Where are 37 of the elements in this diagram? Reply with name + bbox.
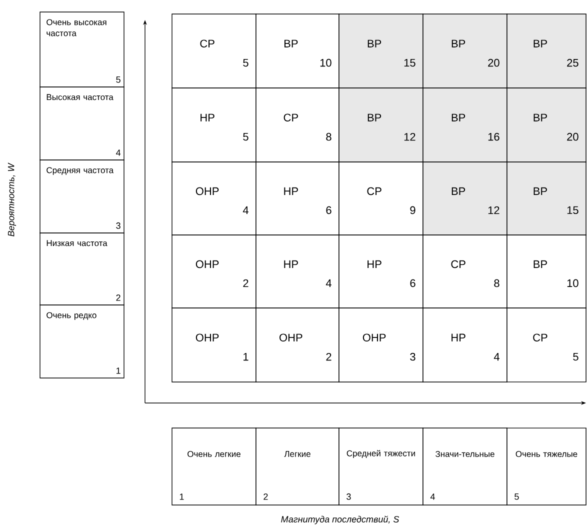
matrix-cell: ОНР 2: [172, 234, 256, 308]
matrix-cell: ОНР 4: [172, 162, 256, 236]
scale-box: Очень высокая частота 5: [40, 12, 124, 88]
matrix-cell: ВР 20: [422, 14, 508, 88]
matrix-cell: ВР 16: [422, 88, 508, 162]
matrix-cell: ОНР 1: [172, 308, 256, 382]
axis-title: Магнитуда последствий, S: [281, 516, 400, 524]
matrix-cell: НР 4: [256, 234, 340, 308]
matrix-cell: НР 4: [422, 308, 508, 382]
matrix-cell: СР 5: [172, 14, 256, 88]
matrix-cell: НР 6: [256, 162, 340, 236]
matrix-cell: ВР 10: [506, 234, 586, 308]
scale-box: Очень тяжелые 5: [506, 428, 586, 506]
matrix-cell: НР 6: [338, 234, 424, 308]
matrix-cell: СР 9: [338, 162, 424, 236]
scale-box: Средняя частота 3: [40, 160, 124, 234]
scale-box: Низкая частота 2: [40, 232, 124, 306]
matrix-cell: ОНР 2: [256, 308, 340, 382]
matrix-cell: ВР 20: [506, 88, 586, 162]
matrix-cell: ВР 10: [256, 14, 340, 88]
axis-title: Вероятность, W: [8, 162, 16, 236]
scale-box: Легкие 2: [256, 428, 340, 506]
matrix-cell: ВР 12: [338, 88, 424, 162]
scale-box: Высокая частота 4: [40, 86, 124, 160]
matrix-cell: ВР 12: [422, 162, 508, 236]
scale-box: Значи-тельные 4: [422, 428, 508, 506]
matrix-cell: СР 8: [256, 88, 340, 162]
matrix-cell: ВР 15: [506, 162, 586, 236]
scale-box: Средней тяжести 3: [338, 428, 424, 506]
matrix-cell: ВР 25: [506, 14, 586, 88]
scale-box: Очень легкие 1: [172, 428, 256, 506]
matrix-cell: НР 5: [172, 88, 256, 162]
matrix-cell: ОНР 3: [338, 308, 424, 382]
matrix-cell: СР 5: [506, 308, 586, 382]
matrix-cell: СР 8: [422, 234, 508, 308]
matrix-cell: ВР 15: [338, 14, 424, 88]
scale-box: Очень редко 1: [40, 304, 124, 378]
